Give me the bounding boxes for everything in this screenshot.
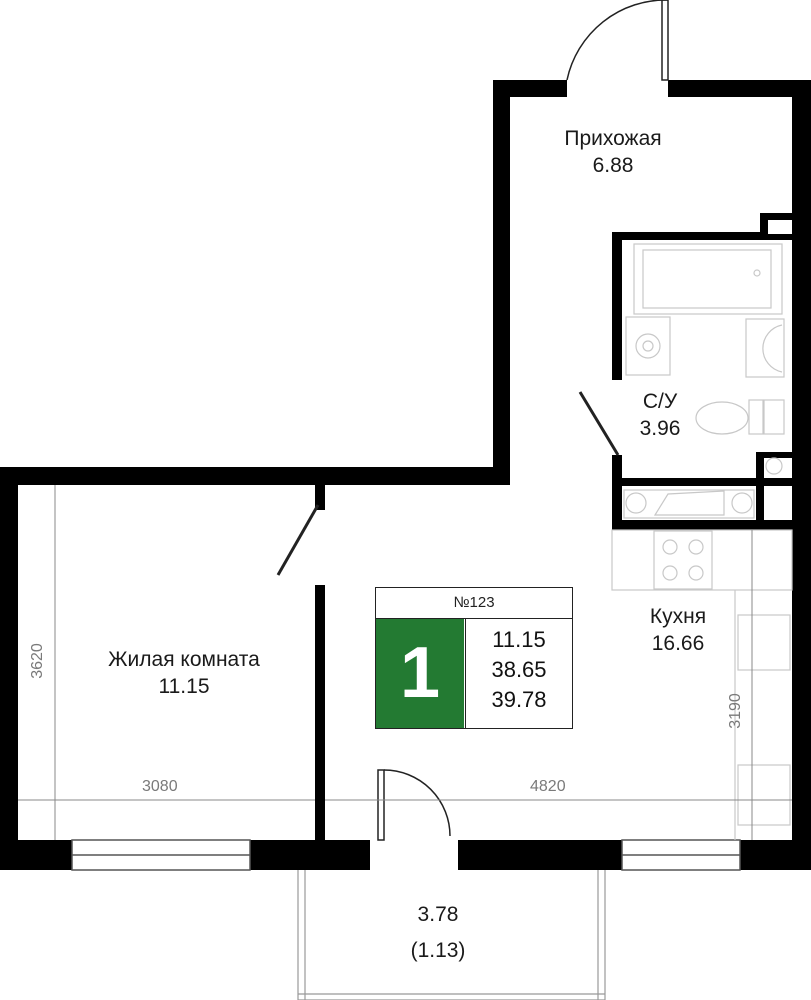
room-area: 16.66 (651, 632, 705, 655)
dim-living-width: 3080 (142, 778, 178, 795)
room-area: (1.13) (410, 939, 466, 962)
room-name: Жилая комната (108, 648, 260, 671)
windows (71, 839, 741, 871)
apartment-badge: №123 1 11.15 38.65 39.78 (375, 587, 573, 729)
apartment-number: №123 (376, 588, 572, 619)
living-area: 11.15 (492, 627, 546, 652)
room-count: 1 (376, 619, 464, 728)
room-area: 6.88 (592, 154, 634, 177)
total-area: 38.65 (491, 657, 547, 682)
room-living: Жилая комната 11.15 (108, 646, 260, 700)
doors (276, 0, 669, 841)
dim-kitchen-height: 3190 (726, 693, 744, 729)
room-bathroom: С/У 3.96 (640, 388, 681, 442)
room-kitchen: Кухня 16.66 (650, 603, 706, 657)
total-with-balcony: 39.78 (491, 687, 547, 712)
room-name: С/У (642, 390, 678, 413)
room-name: Прихожая (564, 127, 662, 150)
walls (0, 80, 811, 870)
fixtures (611, 243, 793, 840)
room-balcony: 3.78 (1.13) (411, 897, 466, 969)
room-area: 11.15 (158, 675, 210, 698)
area-list: 11.15 38.65 39.78 (465, 619, 572, 728)
room-name: 3.78 (417, 903, 459, 926)
dim-kitchen-width: 4820 (530, 778, 566, 795)
room-area: 3.96 (639, 417, 681, 440)
room-name: Кухня (649, 605, 707, 628)
dimension-lines (18, 485, 792, 840)
balcony (297, 870, 606, 1000)
dim-living-height: 3620 (28, 643, 46, 679)
room-hallway: Прихожая 6.88 (564, 125, 661, 179)
